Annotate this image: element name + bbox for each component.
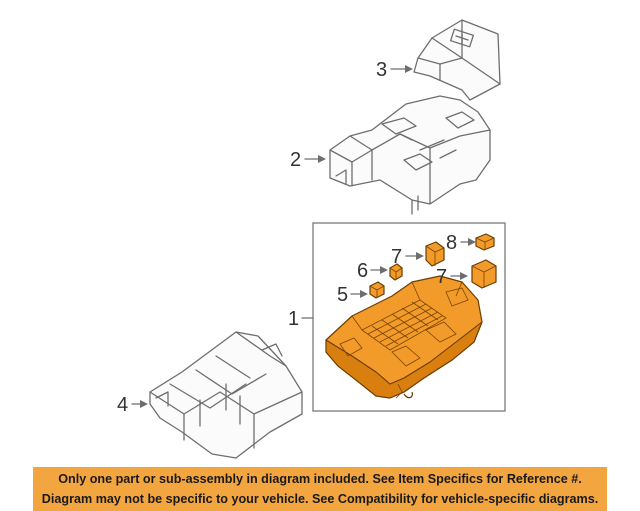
svg-text:3: 3	[376, 59, 387, 81]
svg-text:7: 7	[391, 246, 402, 268]
part-4-tray	[149, 331, 303, 459]
part-3-cover	[413, 19, 501, 101]
assembly-frame	[312, 222, 506, 412]
callout-8: 8	[446, 232, 476, 254]
callout-2: 2	[290, 149, 326, 171]
part-8-fuse	[475, 233, 495, 251]
callout-4: 4	[117, 394, 148, 416]
svg-text:6: 6	[357, 260, 368, 282]
callout-1: 1	[288, 308, 314, 330]
callout-7-upper: 7	[391, 246, 424, 268]
callout-3: 3	[376, 59, 413, 81]
svg-text:4: 4	[117, 394, 128, 416]
part-7-relay-upper	[425, 241, 445, 267]
callout-6: 6	[357, 260, 388, 282]
part-6-fuse	[389, 263, 403, 281]
svg-text:5: 5	[337, 284, 348, 306]
svg-text:7: 7	[436, 266, 447, 288]
callout-5: 5	[337, 284, 368, 306]
disclaimer-line-2: Diagram may not be specific to your vehi…	[41, 492, 599, 506]
svg-text:2: 2	[290, 149, 301, 171]
part-2-upper-housing	[329, 95, 491, 215]
disclaimer-banner: Only one part or sub-assembly in diagram…	[33, 467, 607, 511]
callout-7-lower: 7	[436, 266, 468, 288]
part-5-fuse	[369, 281, 385, 299]
part-7-relay-lower	[471, 259, 497, 289]
svg-text:8: 8	[446, 232, 457, 254]
disclaimer-line-1: Only one part or sub-assembly in diagram…	[58, 472, 582, 486]
part-1-fuse-box	[325, 275, 483, 399]
svg-text:1: 1	[288, 308, 299, 330]
